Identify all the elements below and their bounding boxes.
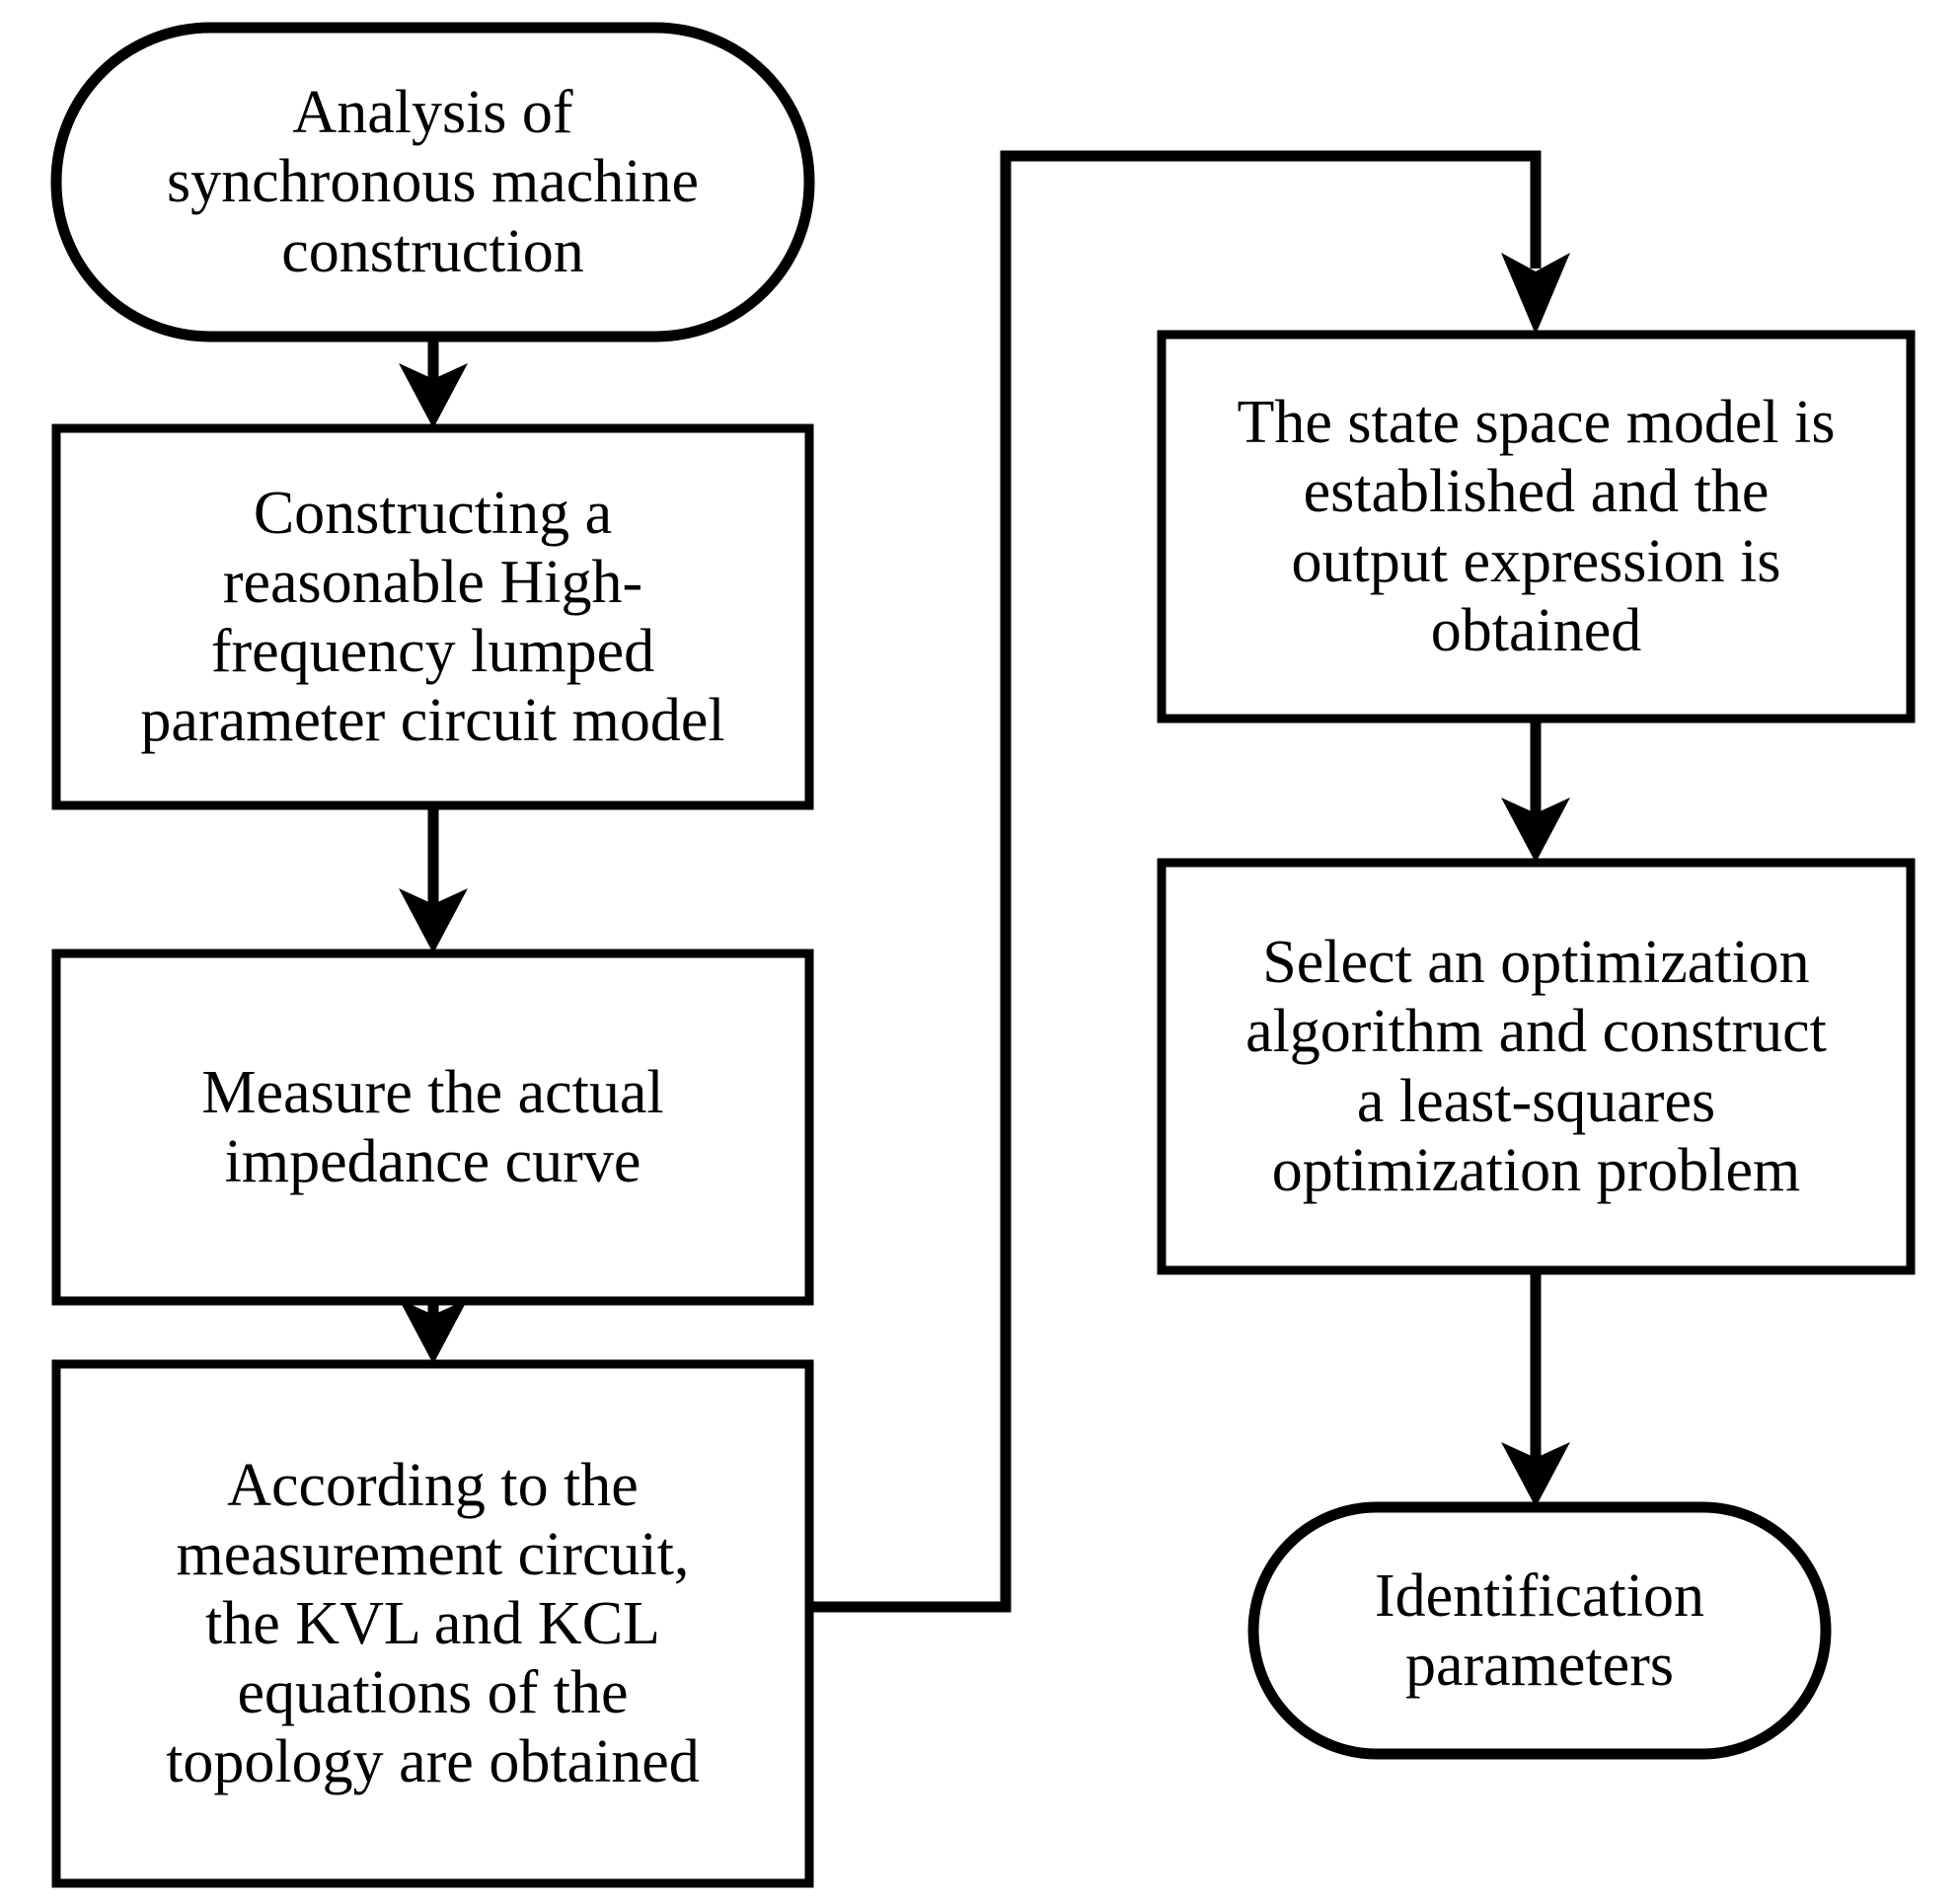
edge-optimization-to-end bbox=[1501, 1270, 1570, 1507]
edge-measure-impedance-to-kvl-kcl bbox=[399, 1299, 468, 1364]
edge-construct-model-to-measure-impedance bbox=[399, 805, 468, 953]
node-state-space-shape bbox=[1157, 330, 1916, 724]
node-kvl-kcl-shape bbox=[51, 1359, 814, 1888]
node-start-shape bbox=[50, 22, 815, 343]
edge-state-space-to-optimization bbox=[1501, 719, 1570, 863]
node-measure-impedance-shape bbox=[51, 949, 814, 1306]
node-optimization-shape bbox=[1157, 858, 1916, 1275]
node-construct-model-shape bbox=[51, 423, 814, 810]
edge-start-to-construct-model bbox=[399, 337, 468, 428]
edge-kvl-kcl-to-state-space bbox=[809, 150, 1570, 1613]
node-end-shape bbox=[1247, 1501, 1832, 1760]
